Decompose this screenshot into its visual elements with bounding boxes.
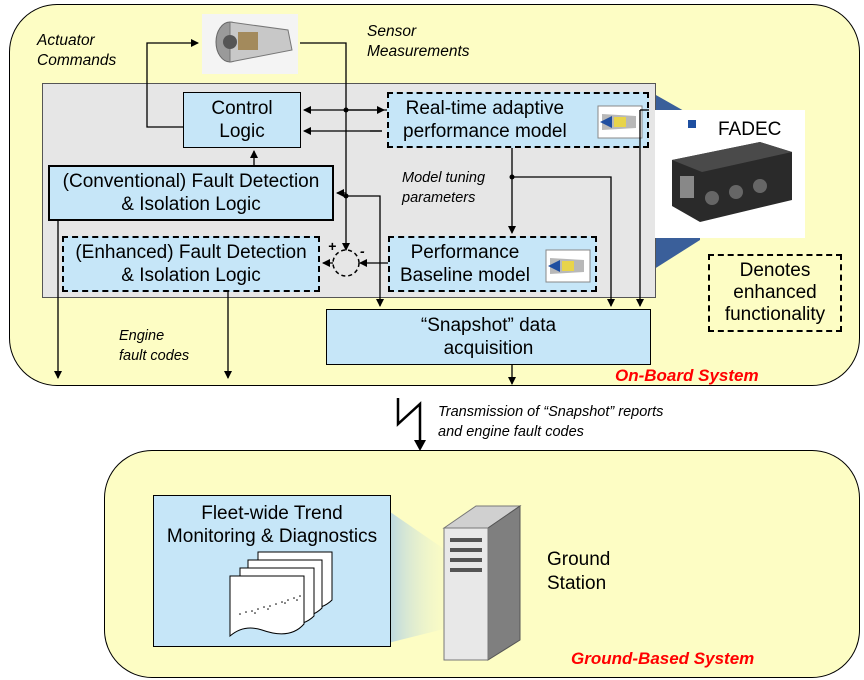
engine-baseline-icon — [545, 249, 591, 283]
conventional-fdi-box: (Conventional) Fault Detection & Isolati… — [48, 165, 334, 221]
minus-sign: - — [360, 243, 365, 259]
enhanced-fdi-label: (Enhanced) Fault Detection & Isolation L… — [75, 242, 307, 286]
fleet-monitoring-label: Fleet-wide Trend Monitoring & Diagnostic… — [166, 503, 378, 547]
fadec-label: FADEC — [718, 119, 782, 140]
baseline-model-label: Performance Baseline model — [400, 242, 530, 286]
plus-sign: + — [328, 238, 337, 254]
snapshot-label: “Snapshot” data acquisition — [420, 315, 557, 359]
snapshot-box: “Snapshot” data acquisition — [326, 309, 651, 365]
actuator-commands-label: Actuator Commands — [37, 32, 117, 69]
control-logic-label: Control Logic — [211, 98, 273, 142]
trend-dots — [239, 595, 301, 615]
engine-fault-codes-label: Engine fault codes — [119, 328, 190, 364]
legend-box: Denotes enhanced functionality — [708, 254, 842, 332]
onboard-system-label: On-Board System — [615, 366, 759, 385]
engine-model-icon — [597, 105, 643, 139]
enhanced-fdi-box: (Enhanced) Fault Detection & Isolation L… — [62, 236, 320, 292]
ground-station-label: Ground Station — [547, 549, 611, 594]
adaptive-model-label: Real-time adaptive performance model — [403, 98, 567, 142]
ground-system-label: Ground-Based System — [571, 649, 755, 668]
model-tuning-label: Model tuning parameters — [402, 170, 486, 206]
control-logic-box: Control Logic — [183, 92, 301, 148]
transmission-label: Transmission of “Snapshot” reports and e… — [438, 404, 664, 440]
sensor-measurements-label: Sensor Measurements — [367, 23, 470, 60]
conventional-fdi-label: (Conventional) Fault Detection & Isolati… — [62, 171, 320, 215]
legend-label: Denotes enhanced functionality — [724, 260, 826, 325]
